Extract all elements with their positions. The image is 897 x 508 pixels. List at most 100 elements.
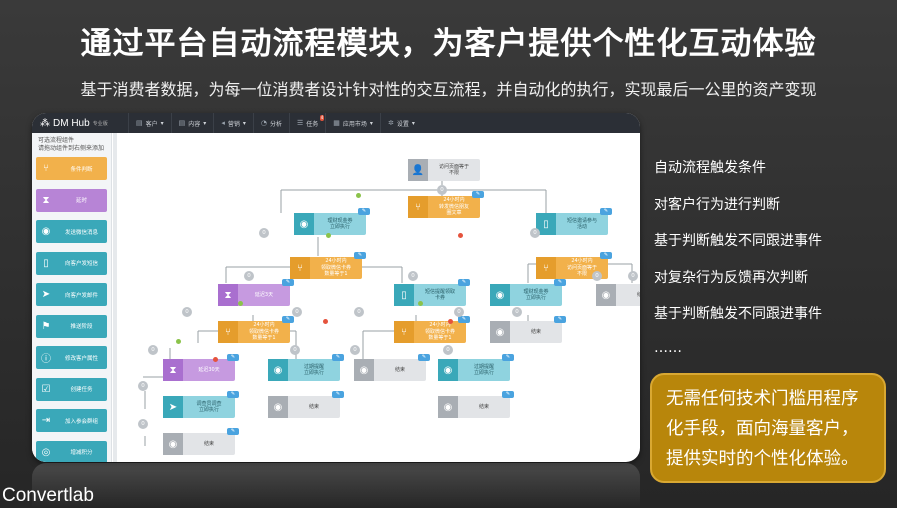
node-label: 结束 — [530, 328, 541, 335]
flow-node-n3[interactable]: ◉理财现金券 立即执行✎ — [294, 208, 370, 235]
flow-node-n6[interactable]: ⑂24小时内 访问页面等于 不限✎ — [536, 252, 612, 279]
nav-app-market[interactable]: ▦应用市场▾ — [325, 113, 380, 133]
node-edit-icon[interactable]: ✎ — [227, 354, 239, 361]
node-edit-icon[interactable]: ✎ — [600, 252, 612, 259]
node-edit-icon[interactable]: ✎ — [227, 428, 239, 435]
flow-node-n10[interactable]: ◉结束✎ — [596, 284, 640, 306]
nav-settings[interactable]: ✲设置▾ — [379, 113, 422, 133]
chart-icon: ◔ — [260, 119, 267, 127]
node-label: 24小时内 领取微信卡券 数量等于1 — [248, 322, 279, 342]
component-coins[interactable]: ◎ 增减积分 — [36, 440, 107, 462]
flow-counter: 0 — [292, 307, 302, 317]
store-icon: ▦ — [333, 119, 340, 127]
component-send[interactable]: ➤向客户发邮件 — [36, 283, 107, 306]
flow-node-n14[interactable]: ⧗延迟30天✎ — [163, 354, 239, 381]
node-edit-icon[interactable]: ✎ — [282, 316, 294, 323]
user-icon: 👤 — [408, 159, 428, 181]
node-edit-icon[interactable]: ✎ — [418, 354, 430, 361]
node-label: 结束 — [203, 440, 214, 447]
node-label: 结束 — [394, 366, 405, 373]
component-stage[interactable]: ⚑推送阶段 — [36, 314, 107, 338]
feature-item: 对复杂行为反馈再次判断 — [654, 269, 808, 286]
component-task[interactable]: ☑ 创建任务 — [36, 377, 107, 401]
flow-node-n9[interactable]: ◉理财现金券 立即执行✎ — [490, 279, 566, 306]
no-branch-dot — [458, 233, 463, 238]
component-branch[interactable]: ⑂条件判断 — [36, 157, 107, 180]
node-label: 短信邀请参与 活动 — [566, 217, 597, 231]
flow-node-n15[interactable]: ◉过期提醒 立即执行✎ — [268, 354, 344, 381]
wechat-icon: ◉ — [294, 213, 314, 235]
flow-node-n13[interactable]: ◉结束✎ — [490, 316, 566, 343]
component-label: 创建任务 — [70, 387, 93, 393]
flow-node-n11[interactable]: ⑂24小时内 领取微信卡券 数量等于1✎ — [218, 316, 294, 343]
flow-node-n18[interactable]: ➤调查员调查 立即执行✎ — [163, 391, 239, 418]
node-label: 延迟3天 — [254, 291, 274, 298]
task-count-badge: 4 — [319, 115, 325, 121]
flow-node-n2[interactable]: ⑂24小时内 转发微信朋友 圈文章✎ — [408, 191, 484, 218]
node-edit-icon[interactable]: ✎ — [332, 391, 344, 398]
flow-node-n12[interactable]: ⑂24小时内 领取微信卡券 数量等于1✎ — [394, 316, 470, 343]
send-icon: ➤ — [41, 289, 51, 300]
node-edit-icon[interactable]: ✎ — [458, 316, 470, 323]
sidebar-scrollbar[interactable] — [113, 133, 117, 462]
node-edit-icon[interactable]: ✎ — [358, 208, 370, 215]
node-edit-icon[interactable]: ✎ — [354, 252, 366, 259]
node-edit-icon[interactable]: ✎ — [554, 316, 566, 323]
coins-icon: ◎ — [41, 446, 51, 458]
convertlab-logo: Convertlab — [2, 485, 94, 506]
flow-node-n7[interactable]: ⧗延迟3天✎ — [218, 279, 294, 306]
flow-counter: 0 — [354, 307, 364, 317]
node-label: 结束 — [308, 403, 319, 410]
nav-customers[interactable]: ▤客户▾ — [128, 113, 171, 133]
task-icon: ☑ — [41, 383, 51, 395]
flow-node-n8[interactable]: ▯短信提醒领取 卡券✎ — [394, 279, 470, 306]
flow-node-n20[interactable]: ◉结束✎ — [438, 391, 514, 418]
flow-node-n21[interactable]: ◉结束✎ — [163, 428, 239, 455]
flow-canvas[interactable]: 👤访问页面等于 不限 ⑂24小时内 转发微信朋友 圈文章✎ ◉理财现金券 立即执行✎… — [118, 133, 640, 462]
nav-marketing[interactable]: ◂营销▾ — [213, 113, 253, 133]
node-edit-icon[interactable]: ✎ — [332, 354, 344, 361]
flow-counter: 0 — [138, 381, 148, 391]
yes-branch-dot — [326, 233, 331, 238]
end-icon: ◉ — [438, 396, 458, 418]
flow-counter: 0 — [530, 228, 540, 238]
flow-counter: 0 — [512, 307, 522, 317]
node-label: 过期提醒 立即执行 — [303, 363, 324, 377]
node-edit-icon[interactable]: ✎ — [502, 354, 514, 361]
flow-counter: 0 — [437, 185, 447, 195]
screenshot-reflection — [32, 463, 640, 508]
flow-node-n4[interactable]: ▯短信邀请参与 活动✎ — [536, 208, 612, 235]
nav-analytics[interactable]: ◔分析 — [252, 113, 289, 133]
component-join[interactable]: ⇥加入参会群组 — [36, 409, 107, 432]
component-wechat[interactable]: ◉发送微信消息 — [36, 220, 107, 243]
component-label: 向客户发短信 — [64, 261, 98, 267]
flow-counter: 0 — [350, 345, 360, 355]
node-edit-icon[interactable]: ✎ — [227, 391, 239, 398]
node-edit-icon[interactable]: ✎ — [472, 191, 484, 198]
node-edit-icon[interactable]: ✎ — [502, 391, 514, 398]
flow-node-n5[interactable]: ⑂24小时内 领取微信卡券 数量等于1✎ — [290, 252, 366, 279]
flow-node-n17[interactable]: ◉过期提醒 立即执行✎ — [438, 354, 514, 381]
component-hourglass[interactable]: ⧗延时 — [36, 188, 107, 212]
component-label: 发送微信消息 — [64, 229, 98, 236]
no-branch-dot — [323, 319, 328, 324]
component-mobile[interactable]: ▯向客户发短信 — [36, 251, 107, 275]
end-icon: ◉ — [268, 396, 288, 418]
node-edit-icon[interactable]: ✎ — [282, 279, 294, 286]
flow-counter: 0 — [182, 307, 192, 317]
component-label: 增减积分 — [70, 450, 93, 456]
flow-counter: 0 — [408, 271, 418, 281]
node-edit-icon[interactable]: ✎ — [458, 279, 470, 286]
component-label: 加入参会群组 — [64, 418, 98, 425]
yes-branch-dot — [238, 301, 243, 306]
flow-node-n1[interactable]: 👤访问页面等于 不限 — [408, 159, 480, 181]
dm-hub-logo[interactable]: ⁂ DM Hub 专业版 — [40, 117, 108, 129]
nav-content[interactable]: ▤内容▾ — [170, 113, 214, 133]
flow-node-n16[interactable]: ◉结束✎ — [354, 354, 430, 381]
node-edit-icon[interactable]: ✎ — [554, 279, 566, 286]
flow-node-n19[interactable]: ◉ 结束 ✎ — [268, 391, 344, 418]
node-edit-icon[interactable]: ✎ — [600, 208, 612, 215]
